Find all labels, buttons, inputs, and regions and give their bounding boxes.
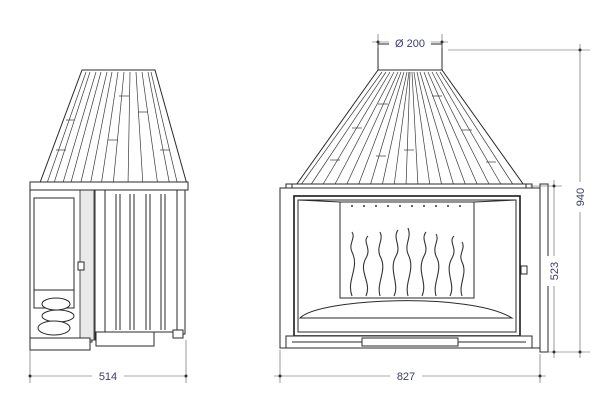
front-view-firebox: [339, 201, 475, 299]
total-height-label: 940: [575, 188, 587, 206]
opening-height-label: 523: [549, 262, 561, 280]
front-view-flames: [350, 227, 465, 297]
side-view-base: [29, 337, 91, 351]
side-depth-dimension: 514: [28, 340, 188, 383]
opening-height-dimension: 523: [530, 180, 563, 358]
total-height-dimension: 940: [448, 44, 590, 358]
front-view: [279, 43, 549, 353]
flue-diameter-label: Ø 200: [395, 38, 425, 50]
side-view-hood: [37, 69, 189, 189]
front-view-frame: [279, 187, 541, 349]
side-depth-label: 514: [99, 371, 117, 383]
side-view-hood-slats: [45, 71, 179, 187]
front-view-hood-slats: [299, 71, 515, 187]
front-view-hood: [293, 69, 527, 189]
front-view-flue-collar: [377, 43, 443, 71]
front-width-dimension: 827: [274, 350, 546, 383]
side-view-logs: [37, 297, 75, 336]
front-width-label: 827: [397, 371, 415, 383]
flue-diameter-dimension: Ø 200: [372, 34, 448, 50]
front-view-log-bed: [298, 300, 514, 319]
side-view: [29, 69, 189, 351]
